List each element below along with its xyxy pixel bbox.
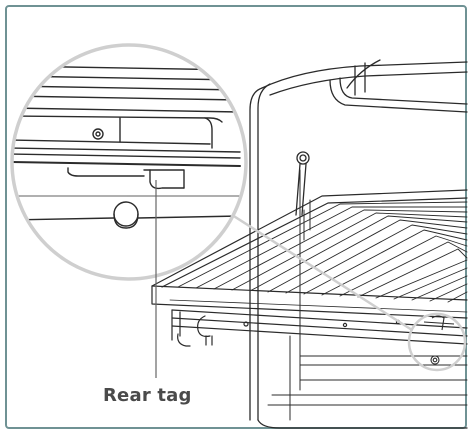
- small-magnifier-ring: [407, 312, 467, 372]
- oven-rack: [151, 189, 468, 421]
- rear-tag-zoom-spot: [423, 315, 455, 365]
- rear-tag-label: Rear tag: [103, 385, 192, 406]
- large-magnifier-ring: [10, 43, 248, 281]
- magnifier-connector-line: [217, 204, 413, 332]
- oven-cavity: [249, 59, 468, 429]
- magnified-detail: [12, 65, 241, 229]
